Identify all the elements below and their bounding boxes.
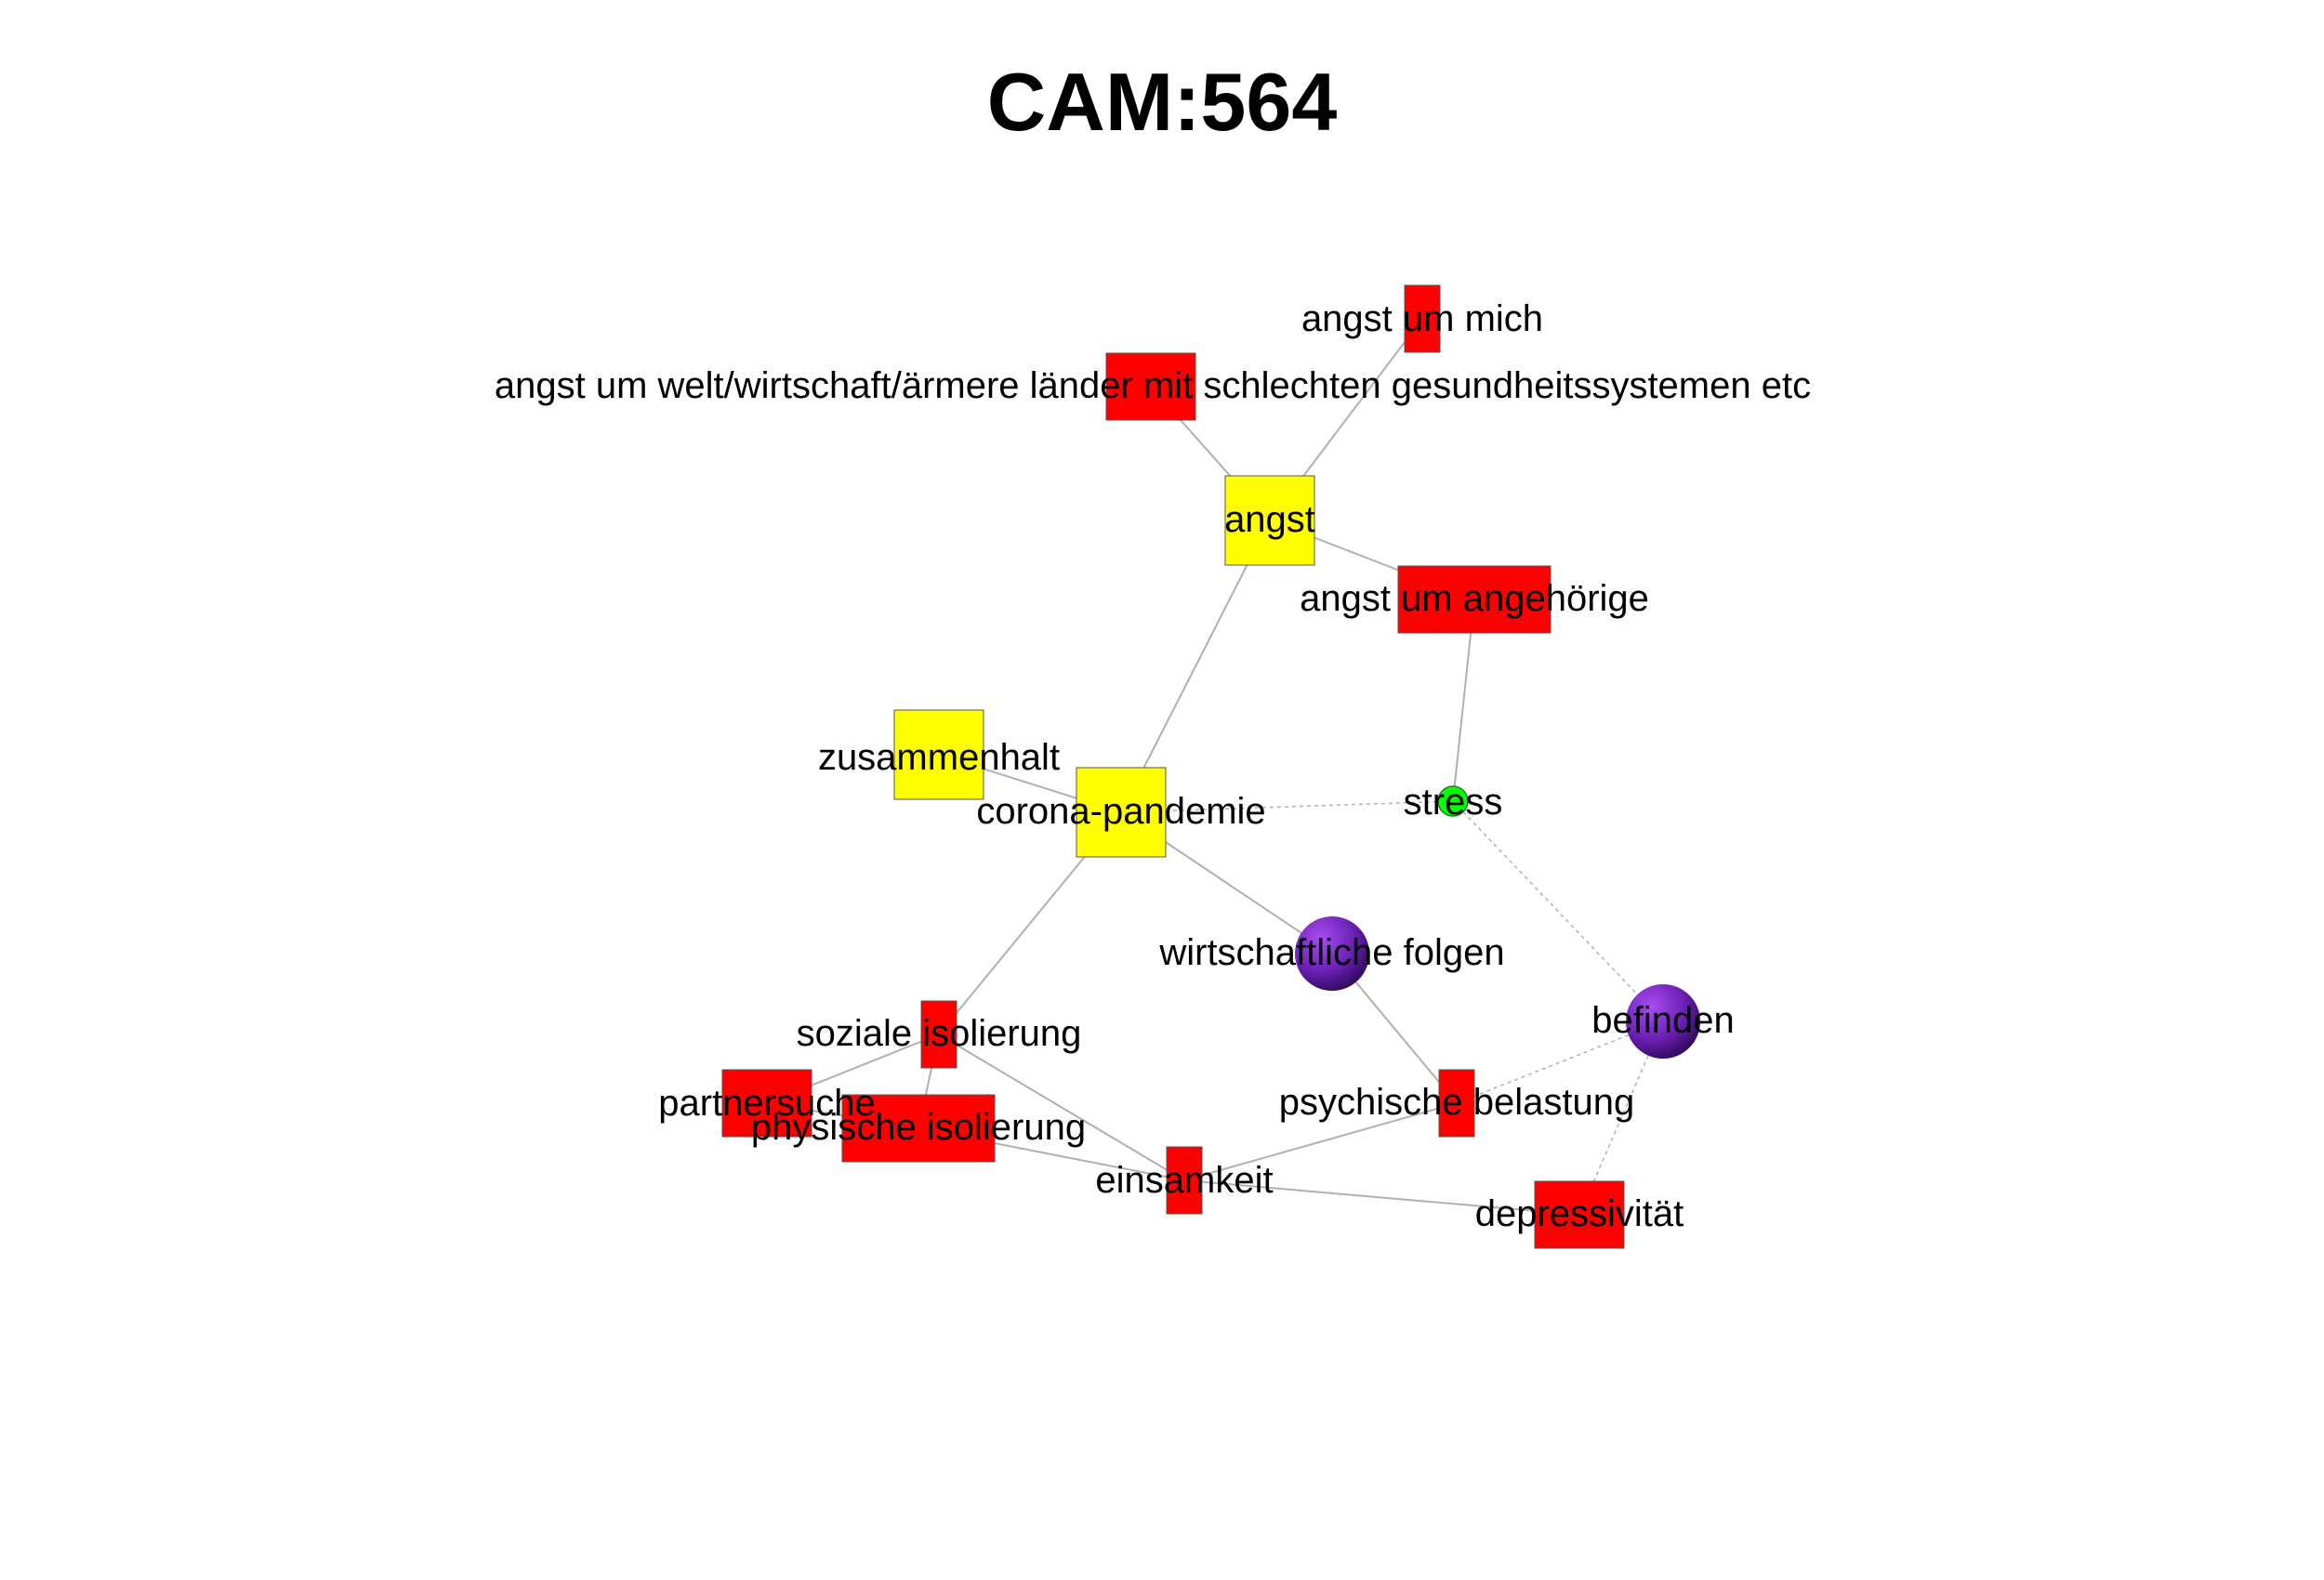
edge-psychische-einsamkeit xyxy=(1183,1102,1458,1181)
node-zusammenhalt xyxy=(893,709,984,800)
node-label-partnersuche: partnersuche xyxy=(658,1083,875,1124)
edge-corona-stress xyxy=(1120,800,1454,813)
node-angst_um_mich xyxy=(1404,284,1441,353)
node-label-soziale: soziale isolierung xyxy=(797,1013,1082,1054)
node-physische xyxy=(841,1094,996,1163)
edge-angst-corona xyxy=(1120,520,1271,813)
edge-stress-befinden xyxy=(1452,800,1664,1022)
node-label-befinden: befinden xyxy=(1591,1000,1734,1041)
node-label-corona: corona-pandemie xyxy=(976,791,1265,832)
node-psychische xyxy=(1438,1069,1475,1138)
node-label-depressivitaet: depressivität xyxy=(1475,1193,1684,1234)
node-einsamkeit xyxy=(1166,1146,1203,1215)
node-label-zusammenhalt: zusammenhalt xyxy=(818,737,1060,778)
node-label-stress: stress xyxy=(1404,782,1503,823)
edge-soziale-einsamkeit xyxy=(938,1034,1185,1181)
node-label-psychische: psychische belastung xyxy=(1279,1082,1634,1123)
node-label-einsamkeit: einsamkeit xyxy=(1095,1160,1273,1201)
node-label-angst_welt: angst um welt/wirtschaft/ärmere länder m… xyxy=(495,365,1811,406)
node-label-physische: physische isolierung xyxy=(751,1107,1086,1148)
node-corona xyxy=(1076,767,1167,858)
node-layer xyxy=(721,284,1700,1249)
node-angst xyxy=(1224,475,1315,566)
node-angst_angehoerige xyxy=(1397,565,1552,634)
node-wirtschaft xyxy=(1295,916,1369,991)
edge-befinden-depressivitaet xyxy=(1578,1020,1664,1216)
node-label-angst_um_mich: angst um mich xyxy=(1301,298,1543,339)
node-soziale xyxy=(920,1000,957,1069)
node-label-angst_angehoerige: angst um angehörige xyxy=(1300,578,1649,619)
node-angst_welt xyxy=(1105,352,1196,421)
label-layer: angst um mich angst um welt/wirtschaft/är… xyxy=(495,298,1811,1234)
node-label-angst: angst xyxy=(1224,499,1315,540)
node-befinden xyxy=(1626,984,1700,1059)
edge-einsamkeit-depressivitaet xyxy=(1183,1179,1580,1216)
node-label-wirtschaft: wirtschaftliche folgen xyxy=(1158,932,1504,973)
map-title: CAM:564 xyxy=(987,56,1338,148)
node-stress xyxy=(1437,785,1469,817)
node-depressivitaet xyxy=(1534,1180,1625,1249)
node-partnersuche xyxy=(721,1069,812,1138)
